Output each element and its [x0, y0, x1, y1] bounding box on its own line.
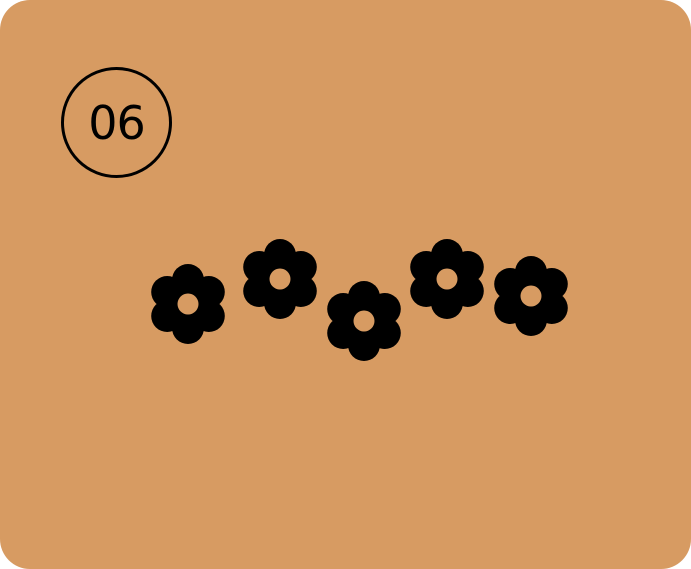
flower-icon — [410, 239, 484, 319]
flower-icon — [243, 239, 317, 319]
step-number: 06 — [88, 96, 146, 150]
flower-icon — [494, 256, 568, 336]
flower-icon — [151, 264, 225, 344]
step-number-badge: 06 — [61, 67, 172, 178]
flower-icon — [327, 281, 401, 361]
